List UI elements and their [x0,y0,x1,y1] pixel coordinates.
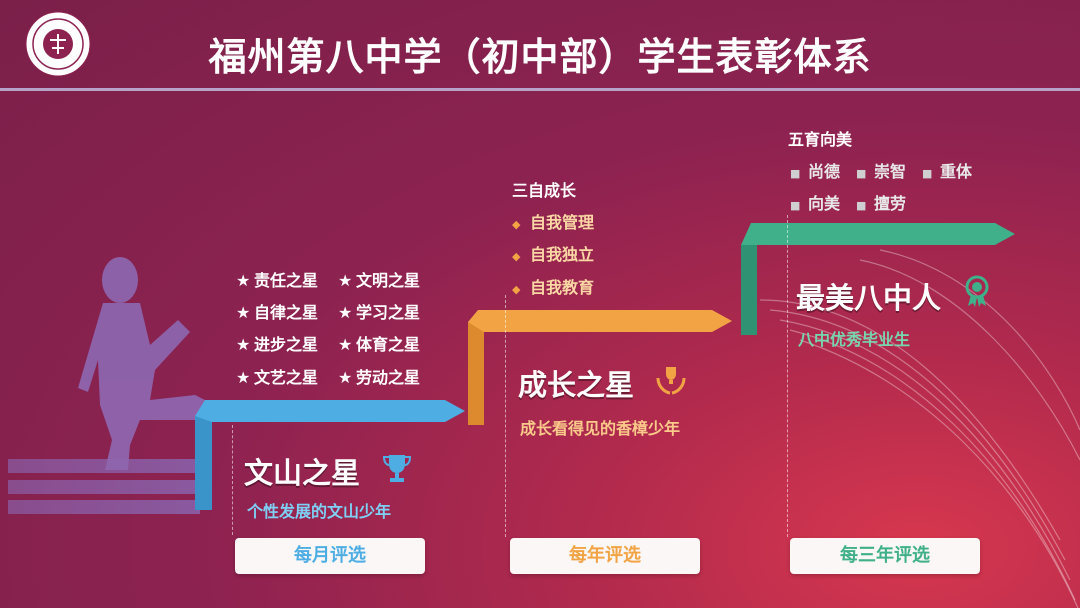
trophy-icon [382,455,412,482]
walking-figure-icon [78,257,215,470]
header-divider [0,88,1080,91]
header: 福州第八中学（初中部）学生表彰体系 [0,0,1080,91]
stage1-title: 文山之星 [244,456,361,490]
stage3-step-arrow [741,223,1015,335]
stage2-frequency-badge: 每年评选 [510,538,700,574]
school-logo [25,11,91,77]
hands-trophy-icon [656,367,686,395]
stage1-divider [232,425,233,535]
award-item: ★劳动之星 [338,368,421,387]
virtue-item: ■擅劳 [856,194,907,213]
medal-icon [965,275,989,307]
stage2-divider [505,295,506,537]
award-item: ★文明之星 [338,271,421,290]
virtue-item: ■重体 [922,162,973,181]
award-item: ★责任之星 [236,271,319,290]
floor-stripes [8,459,200,514]
award-item: ★自律之星 [236,303,319,322]
stage1-frequency-badge: 每月评选 [235,538,425,574]
virtue-item: ■尚德 [790,162,841,181]
stage1-step-arrow [195,400,465,510]
stage2-subtitle: 成长看得见的香樟少年 [520,419,681,438]
decorative-curves [759,249,1080,608]
stage3-divider [787,215,788,537]
stage2-heading: 三自成长 [512,181,577,200]
stage3-title: 最美八中人 [796,281,942,315]
growth-item: ◆自我教育 [512,278,595,297]
award-item: ★体育之星 [338,335,421,354]
stage2-step-arrow [468,310,732,425]
award-item: ★文艺之星 [236,368,319,387]
virtue-item: ■崇智 [856,162,907,181]
stage3-frequency-badge: 每三年评选 [790,538,980,574]
page-title: 福州第八中学（初中部）学生表彰体系 [208,35,872,79]
stage3-heading: 五育向美 [788,130,853,149]
virtue-item: ■向美 [790,194,841,213]
growth-item: ◆自我独立 [512,245,595,264]
stage3-subtitle: 八中优秀毕业生 [798,330,911,349]
award-item: ★进步之星 [236,335,319,354]
stage2-title: 成长之星 [518,368,635,402]
award-item: ★学习之星 [338,303,421,322]
stage1-subtitle: 个性发展的文山少年 [247,502,392,521]
growth-item: ◆自我管理 [512,213,595,232]
